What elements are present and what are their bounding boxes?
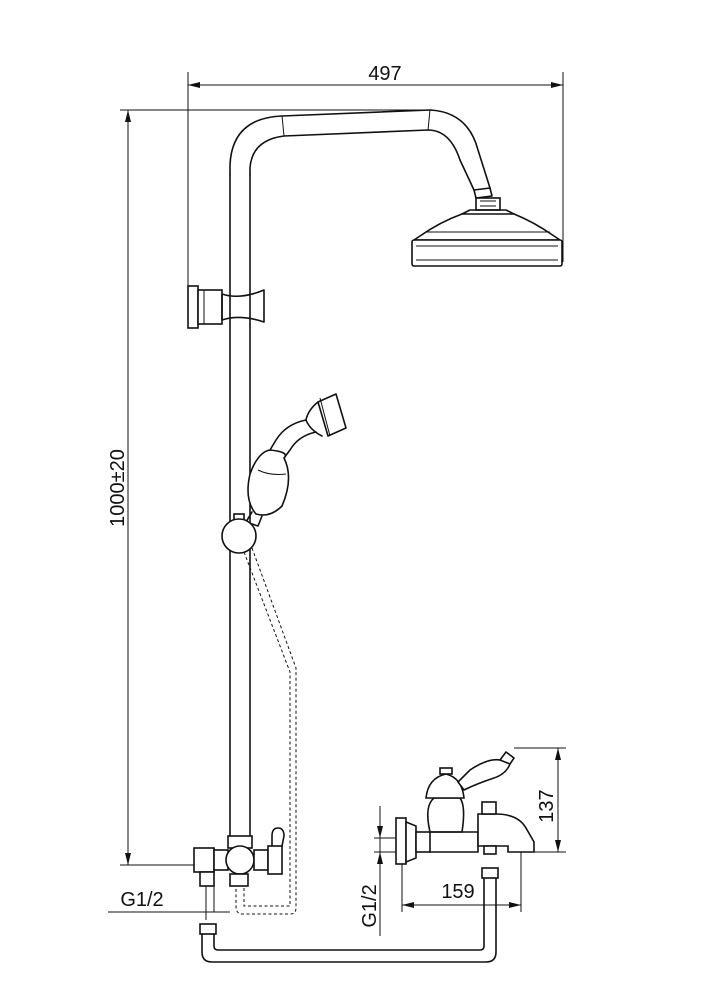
width-dimension-label: 497 bbox=[368, 63, 401, 85]
dimension-g12-left: G1/2 bbox=[108, 889, 230, 920]
right-thread-label: G1/2 bbox=[359, 884, 381, 927]
left-thread-label: G1/2 bbox=[120, 889, 163, 911]
dimension-width: 497 bbox=[187, 63, 564, 300]
dimension-137: 137 bbox=[514, 747, 566, 853]
supply-pipe bbox=[199, 867, 499, 963]
flex-hose bbox=[235, 547, 297, 915]
dimension-159: 159 bbox=[401, 852, 522, 912]
dimension-g12-right: G1/2 bbox=[359, 806, 396, 936]
spout-projection-label: 159 bbox=[441, 881, 474, 903]
hand-shower bbox=[245, 393, 347, 527]
rain-shower-head bbox=[411, 187, 563, 267]
mixer-height-label: 137 bbox=[536, 789, 558, 822]
dimension-height: 1000±20 bbox=[107, 109, 430, 866]
vertical-rail bbox=[229, 174, 251, 839]
upper-wall-bracket bbox=[187, 285, 265, 329]
height-dimension-label: 1000±20 bbox=[107, 449, 129, 527]
overhead-arm bbox=[229, 109, 491, 191]
diverter-mixer bbox=[193, 827, 285, 912]
slider-holder bbox=[221, 513, 257, 554]
bath-mixer bbox=[395, 751, 535, 865]
